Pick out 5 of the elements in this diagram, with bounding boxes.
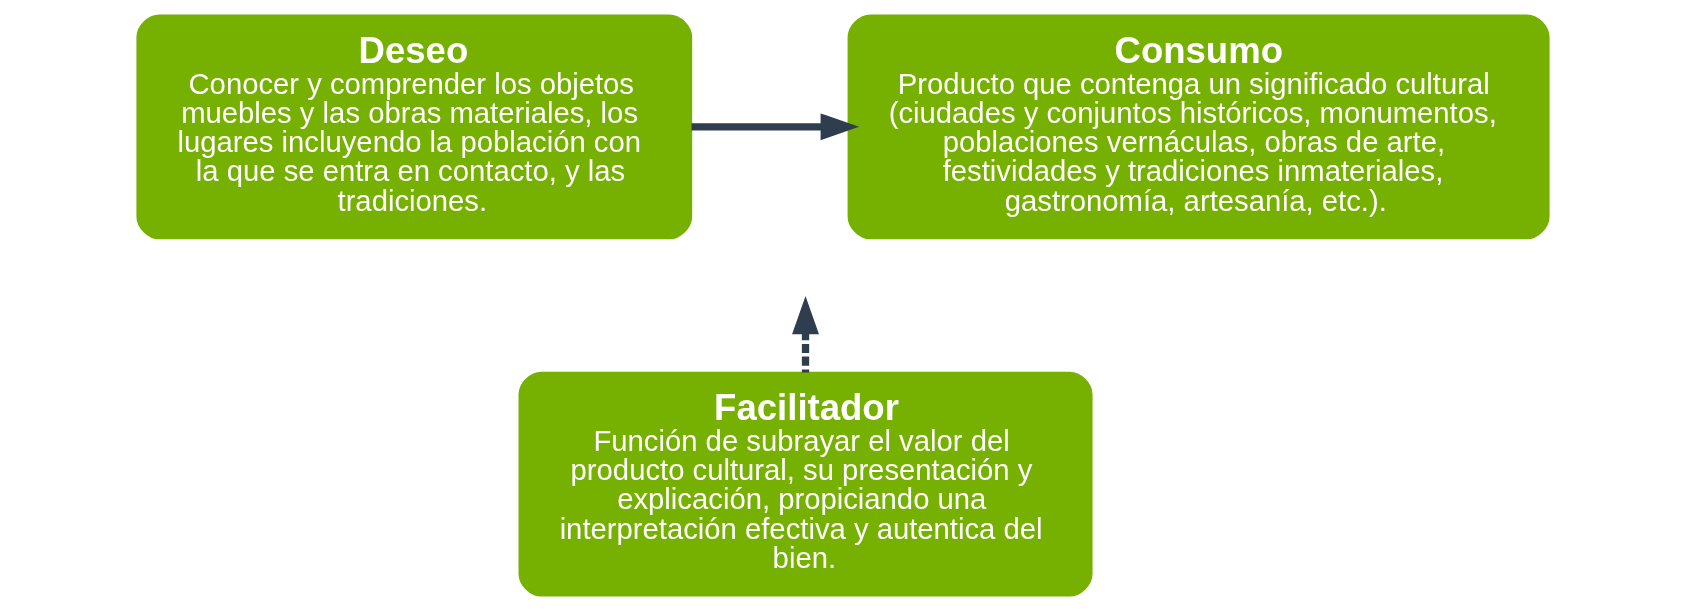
arrow: [792, 295, 819, 373]
node-box: Consumo Producto que contenga un significado cultural (ciudades y conjuntos históricos, monumentos, poblaciones vernáculas, obras de arte, festividades y tradiciones inmateriales, gastronomía, artesanía, etc.).: [847, 14, 1550, 240]
arrow: [691, 113, 860, 141]
node-box: Facilitador Función de subrayar el valor del producto cultural, su presentación y explicación, propiciando una interpretación efectiva y autentica del bien.: [518, 371, 1093, 597]
node-box: Deseo Conocer y comprender los objetos muebles y las obras materiales, los lugares incluyendo la población con la que se entra en contacto, y las tradiciones.: [136, 14, 693, 240]
